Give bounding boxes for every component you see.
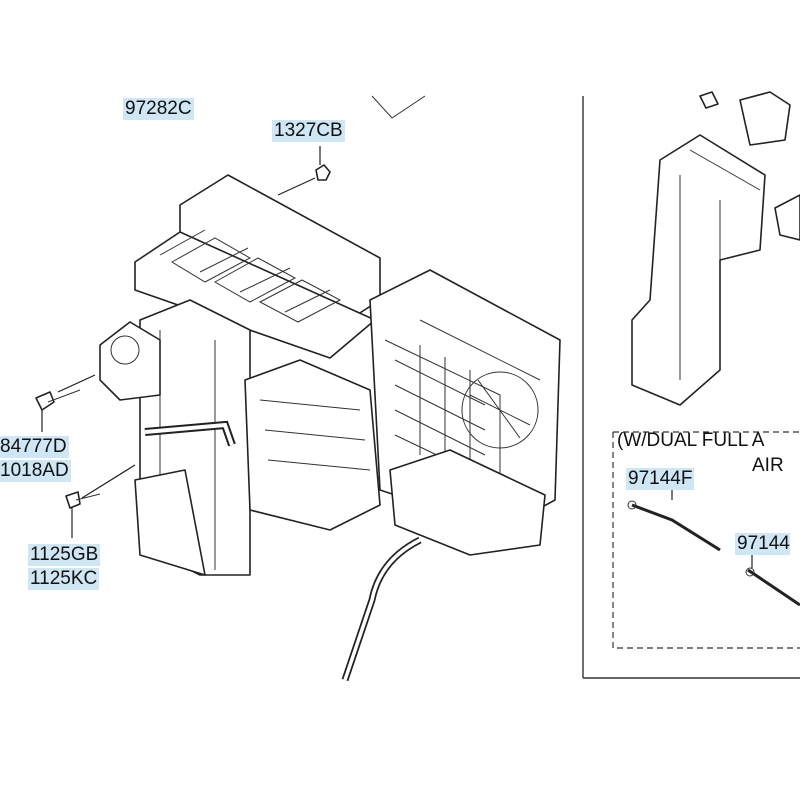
label-1327CB: 1327CB: [272, 120, 345, 142]
inset-air-duct: [631, 91, 800, 406]
heater-unit-assembly: [99, 174, 561, 682]
inset-frame: [582, 96, 800, 679]
top-partial-outline: [371, 95, 426, 119]
label-97282C: 97282C: [123, 98, 194, 120]
fasteners: [35, 164, 331, 509]
label-1125KC: 1125KC: [28, 568, 100, 590]
inset-note-line1: (W/DUAL FULL A: [617, 430, 765, 451]
label-1018AD: 1018AD: [0, 460, 71, 482]
leader-lines: [41, 146, 673, 538]
inset-cables: [627, 500, 800, 607]
label-1125GB: 1125GB: [28, 544, 101, 566]
label-97144-cut: 97144: [735, 533, 790, 555]
inset-note-line2: AIR: [752, 455, 784, 476]
label-84777D: 84777D: [0, 436, 69, 458]
label-97144F: 97144F: [626, 468, 695, 490]
